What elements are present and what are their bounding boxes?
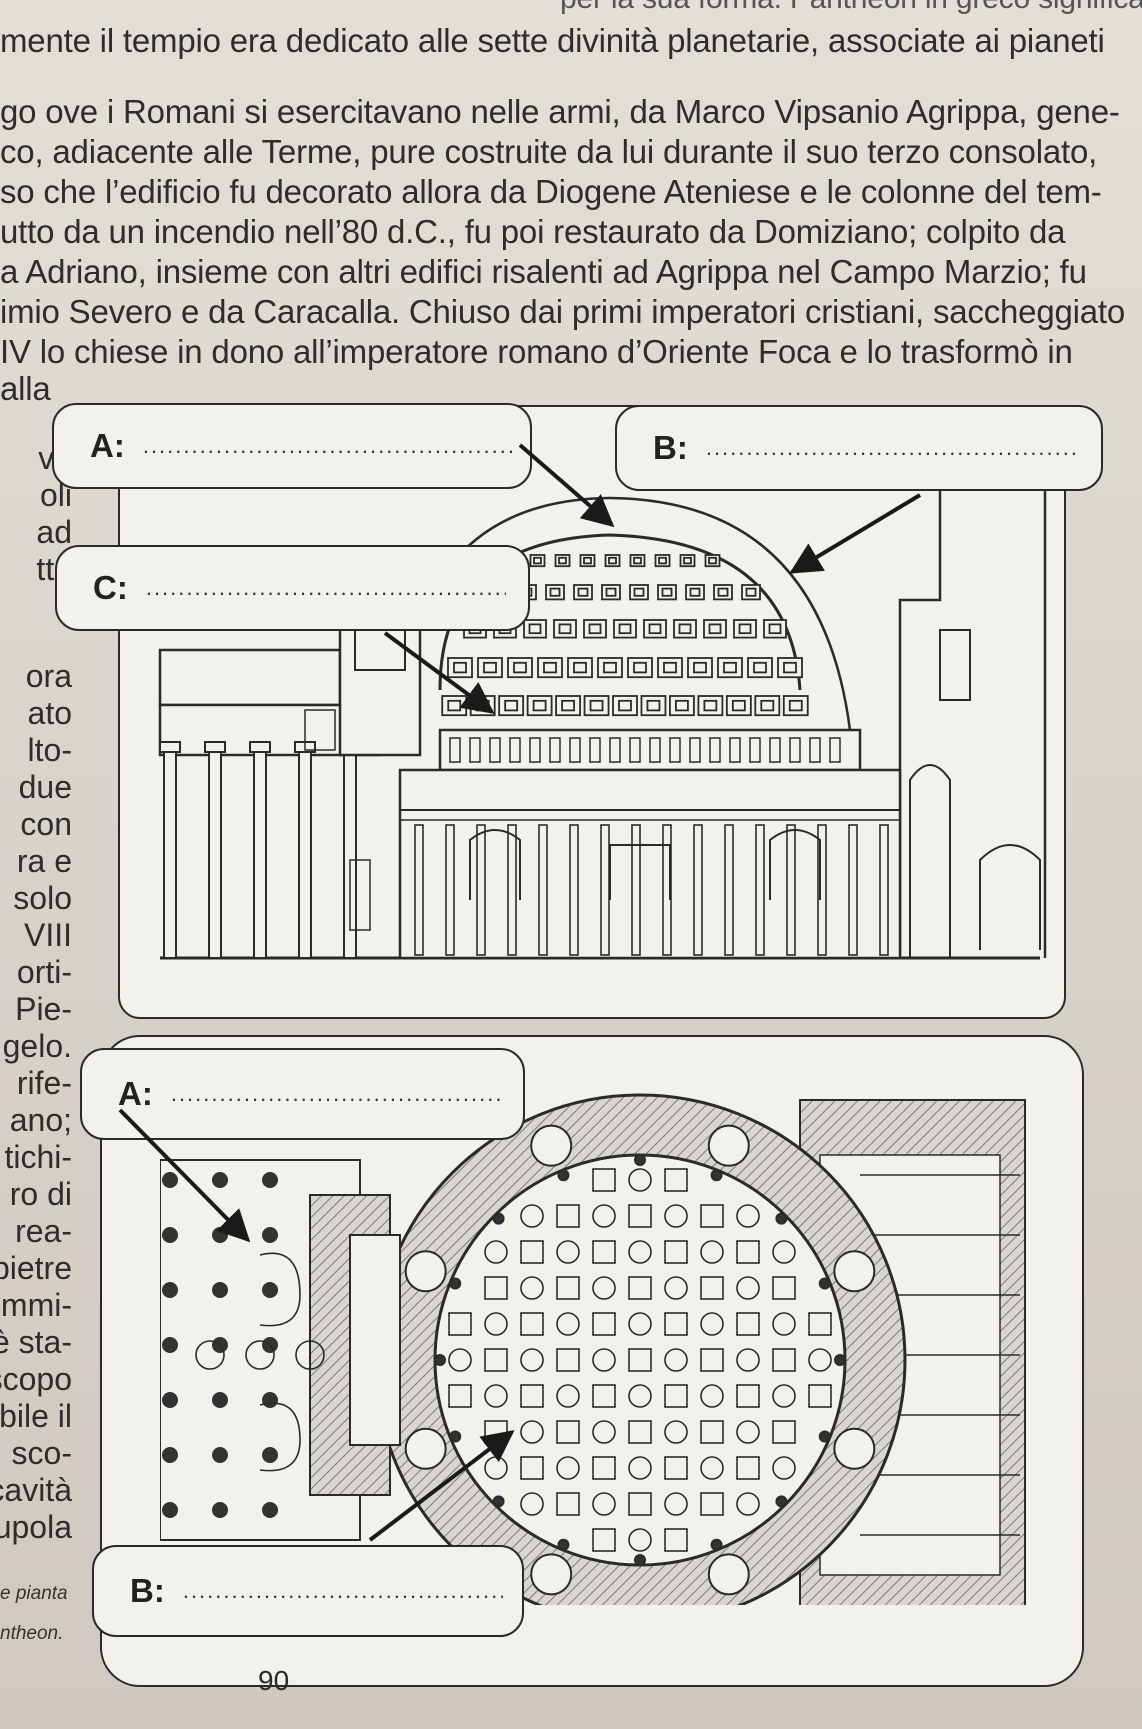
label-letter: B: xyxy=(653,429,688,466)
section-label-a[interactable]: A: .....................................… xyxy=(52,403,532,489)
margin-word: ano; xyxy=(9,1102,72,1138)
margin-word: ra e xyxy=(16,843,72,879)
body-text-line: per la sua forma. Pantheon in greco sign… xyxy=(560,0,1142,16)
margin-word: rife- xyxy=(16,1065,72,1101)
margin-word: tichi- xyxy=(4,1139,72,1175)
plan-label-a[interactable]: A: .....................................… xyxy=(80,1048,525,1140)
body-text-line: go ove i Romani si esercitavano nelle ar… xyxy=(0,93,1120,130)
margin-word: solo xyxy=(13,880,72,916)
page-number: 90 xyxy=(258,1665,290,1696)
margin-word: Pie- xyxy=(15,991,72,1027)
pantheon-plan-drawing xyxy=(160,1093,1026,1605)
margin-word: ora xyxy=(25,658,72,694)
margin-word: gelo. xyxy=(2,1028,72,1064)
figure-caption-line: ntheon. xyxy=(0,1623,64,1644)
answer-line: ........................................… xyxy=(145,575,506,600)
margin-word: pietre xyxy=(0,1250,72,1286)
margin-word: due xyxy=(18,769,72,805)
margin-word: con xyxy=(20,806,72,842)
margin-word: ad xyxy=(36,514,72,550)
section-label-c[interactable]: C: .....................................… xyxy=(55,545,530,631)
margin-word: bile il xyxy=(0,1398,72,1434)
figure-caption-line: e pianta xyxy=(0,1583,68,1604)
margin-word: upola xyxy=(0,1509,72,1545)
body-text-line: utto da un incendio nell’80 d.C., fu poi… xyxy=(0,213,1066,250)
body-text-line: a Adriano, insieme con altri edifici ris… xyxy=(0,253,1087,290)
section-label-b[interactable]: B: .....................................… xyxy=(615,405,1103,491)
label-letter: A: xyxy=(118,1075,153,1112)
body-text-line: imio Severo e da Caracalla. Chiuso dai p… xyxy=(0,293,1126,330)
margin-word: è sta- xyxy=(0,1324,72,1360)
pantheon-section-drawing xyxy=(158,480,1047,960)
margin-word: scopo xyxy=(0,1361,72,1397)
body-text-line: IV lo chiese in dono all’imperatore roma… xyxy=(0,333,1073,370)
answer-line: ........................................… xyxy=(182,1578,503,1603)
margin-word: rea- xyxy=(15,1213,72,1249)
answer-line: ........................................… xyxy=(170,1081,501,1106)
body-text-line: so che l’edificio fu decorato allora da … xyxy=(0,173,1102,210)
margin-word: orti- xyxy=(16,954,72,990)
margin-word: mmi- xyxy=(0,1287,72,1323)
label-letter: C: xyxy=(93,569,128,606)
section-arrows xyxy=(383,443,922,714)
answer-line: ........................................… xyxy=(705,435,1076,460)
body-text-line: co, adiacente alle Terme, pure costruite… xyxy=(0,133,1098,170)
answer-line: ........................................… xyxy=(142,433,513,458)
body-text-line: mente il tempio era dedicato alle sette … xyxy=(0,22,1105,59)
margin-word: ro di xyxy=(9,1176,72,1212)
margin-word: VIII xyxy=(23,917,72,953)
label-letter: B: xyxy=(130,1572,165,1609)
margin-word: ato xyxy=(27,695,72,731)
margin-word: cavità xyxy=(0,1472,72,1508)
plan-label-b[interactable]: B: .....................................… xyxy=(92,1545,524,1637)
body-text-line: alla xyxy=(0,370,51,407)
margin-word: lto- xyxy=(27,732,72,768)
margin-word: sco- xyxy=(11,1435,72,1471)
label-letter: A: xyxy=(90,427,125,464)
